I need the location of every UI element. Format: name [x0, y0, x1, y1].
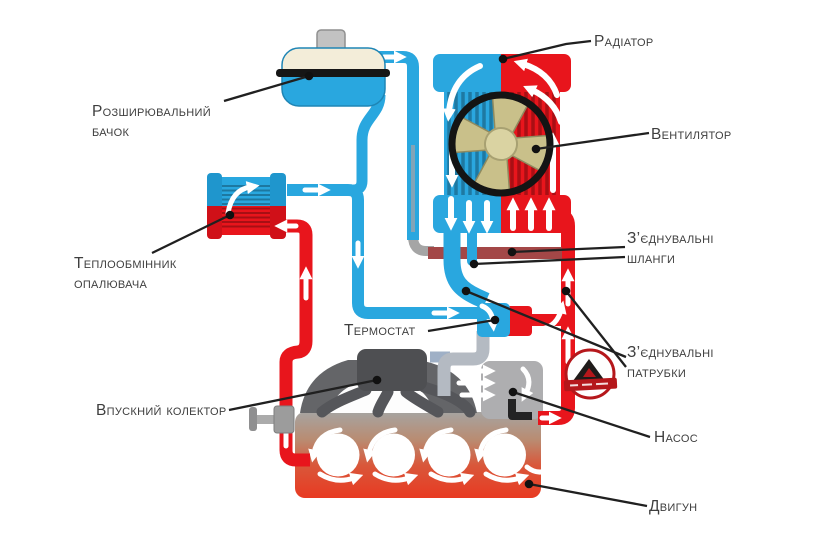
- heater-feed-pipe: [249, 219, 313, 467]
- callout-lines: [151, 39, 651, 508]
- label-intake-manifold: Впускний колектор: [96, 402, 227, 419]
- callout-dots: [225, 54, 571, 489]
- label-pump: Насос: [654, 429, 698, 446]
- label-fan: Вентилятор: [651, 126, 732, 143]
- label-thermostat: Термостат: [344, 322, 416, 339]
- heater-core: [207, 173, 299, 239]
- label-radiator: Радіатор: [594, 33, 654, 50]
- coolant-flow-arrows: [308, 427, 559, 486]
- radiator: [433, 54, 571, 234]
- expansion-tank: [276, 29, 390, 107]
- intake-manifold: [300, 349, 477, 418]
- label-engine: Двигун: [649, 498, 698, 515]
- drain-valve: [249, 405, 295, 434]
- coolant-return-pipes: [287, 50, 490, 320]
- engine-block: [295, 412, 559, 498]
- mountain-logo-icon: [563, 348, 618, 400]
- fan: [448, 91, 554, 197]
